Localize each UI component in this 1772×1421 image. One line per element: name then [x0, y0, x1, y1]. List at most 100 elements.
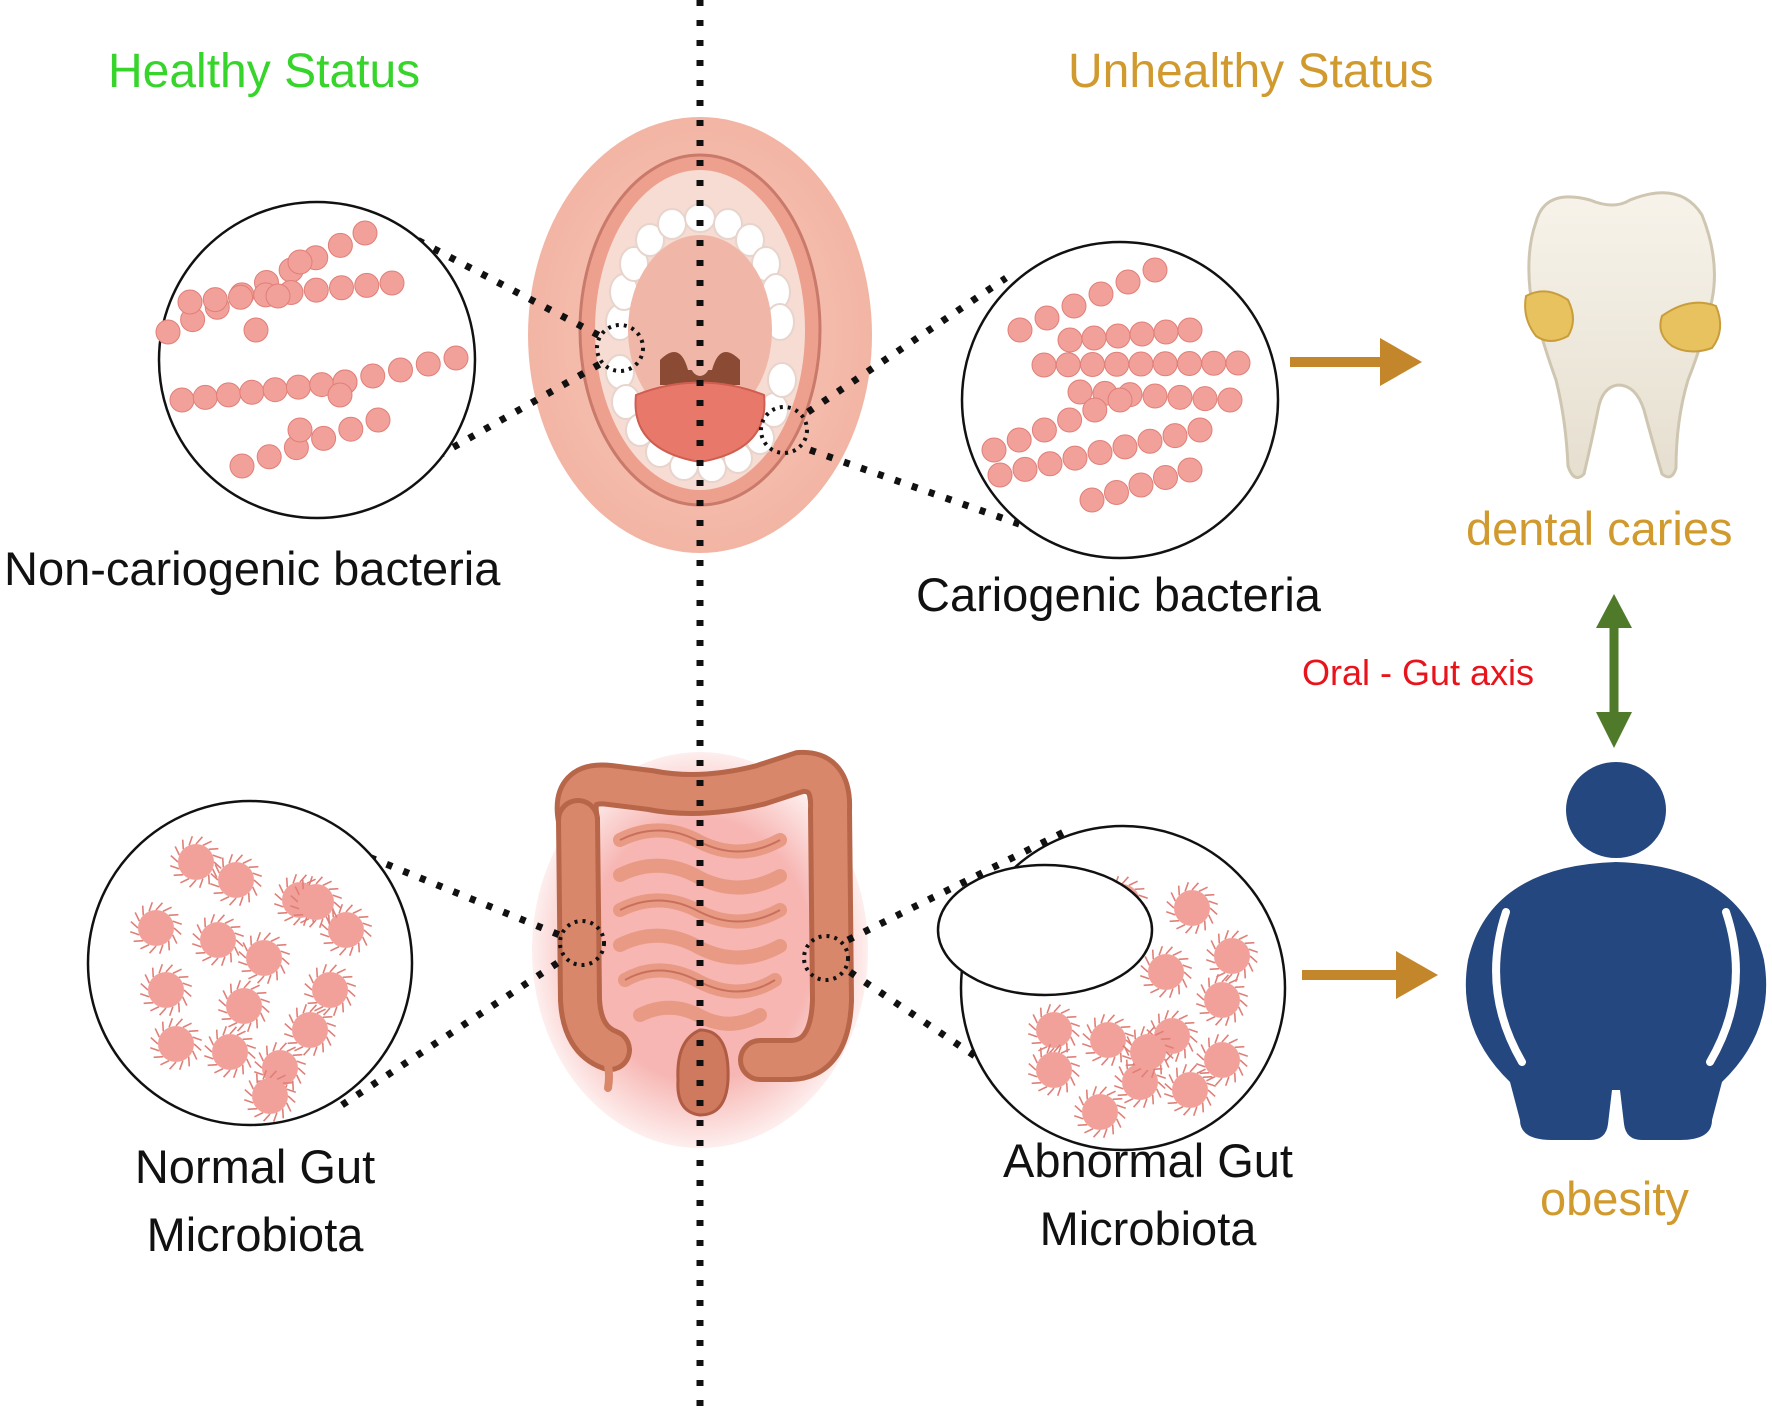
bacterium — [1034, 305, 1060, 331]
bacterium — [1080, 352, 1105, 377]
microbe — [1205, 929, 1259, 983]
normal-gut-circle — [86, 799, 414, 1127]
bacterium — [262, 377, 288, 403]
bacterium — [1079, 487, 1105, 513]
obese-person-icon — [1465, 762, 1767, 1140]
microbe — [169, 835, 223, 889]
bacterium — [287, 417, 313, 443]
bacterium — [1153, 319, 1179, 345]
bacterium — [169, 387, 195, 413]
abnormal-gut-label-line2: Microbiota — [1039, 1202, 1257, 1255]
microbe — [1113, 1055, 1167, 1109]
microbe — [1027, 1003, 1081, 1057]
microbe — [237, 931, 291, 985]
bacterium — [1037, 451, 1063, 477]
bacterium — [1067, 379, 1093, 405]
bacterium — [1142, 257, 1168, 283]
open-mouth-icon — [528, 117, 872, 553]
abnormal-gut-label-line1: Abnormal Gut — [1003, 1134, 1293, 1187]
bacterium — [228, 284, 253, 310]
abnormal-gut-circle — [936, 824, 1287, 1152]
bacterium — [192, 384, 218, 410]
microbe — [1163, 1063, 1217, 1117]
microbe — [1027, 1043, 1081, 1097]
microbe — [203, 1025, 257, 1079]
bacterium — [1088, 281, 1114, 307]
microbe — [283, 1003, 337, 1057]
bacterium — [155, 319, 181, 345]
bacterium — [1104, 351, 1130, 377]
bacterium — [1137, 428, 1163, 454]
cariogenic-label: Cariogenic bacteria — [916, 568, 1321, 621]
microbe — [129, 901, 183, 955]
bacterium — [311, 425, 337, 451]
bacterium — [1225, 350, 1251, 376]
bacterium — [256, 444, 282, 470]
microbe — [139, 963, 193, 1017]
bacterium — [1104, 480, 1129, 505]
intestine-icon — [532, 749, 868, 1148]
bacterium — [177, 289, 203, 315]
oral-gut-axis-arrow — [1596, 594, 1632, 748]
bacterium — [1087, 440, 1113, 465]
cariogenic-circle — [960, 240, 1280, 560]
bacterium — [365, 407, 391, 433]
bacterium — [352, 220, 378, 246]
bacterium — [1177, 317, 1203, 343]
bacterium — [338, 416, 364, 442]
microbe — [319, 903, 373, 957]
bacterium — [1006, 427, 1032, 453]
normal-gut-label-line1: Normal Gut — [134, 1140, 376, 1193]
bacterium — [1055, 352, 1081, 378]
bacterium — [1162, 423, 1188, 449]
microbe — [289, 875, 343, 929]
microbe — [243, 1069, 297, 1123]
microbe — [149, 1017, 203, 1071]
zoom-leader-lines — [318, 228, 1078, 1127]
bacterium — [243, 317, 269, 343]
bacterium — [229, 453, 255, 479]
microbe — [1165, 881, 1219, 935]
microbe — [1139, 945, 1193, 999]
microbe — [217, 979, 271, 1033]
obesity-label: obesity — [1540, 1172, 1689, 1225]
bacterium — [1107, 387, 1133, 413]
bacterium — [1128, 472, 1154, 498]
microbe — [1081, 1013, 1135, 1067]
healthy-status-header: Healthy Status — [108, 45, 421, 98]
bacterium — [1007, 317, 1033, 343]
bacterium — [1082, 397, 1108, 423]
bacterium — [388, 357, 413, 383]
normal-gut-label-line2: Microbiota — [146, 1208, 364, 1261]
microbe — [209, 853, 263, 907]
bacterium — [987, 462, 1013, 488]
bacterium — [1115, 269, 1141, 295]
oral-gut-axis-label: Oral - Gut axis — [1302, 652, 1535, 693]
arrow-to-dental-caries — [1290, 338, 1422, 386]
decayed-tooth-icon — [1524, 191, 1722, 480]
microbe — [1195, 1033, 1249, 1087]
bacterium — [1153, 465, 1178, 490]
bacterium — [1167, 384, 1193, 410]
microbe — [1195, 973, 1249, 1027]
microbe — [191, 913, 245, 967]
bacterium — [1031, 417, 1057, 443]
bacterium — [239, 379, 265, 405]
arrow-to-obesity — [1302, 951, 1438, 999]
bacterium — [1177, 457, 1203, 483]
microbe — [1121, 1025, 1175, 1079]
bacterium — [265, 283, 291, 309]
bacterium — [1129, 321, 1155, 347]
bacterium — [329, 275, 354, 301]
bacterium — [1201, 350, 1227, 376]
blank-ellipse — [936, 863, 1154, 997]
bacterium — [1187, 417, 1213, 443]
non-cariogenic-label: Non-cariogenic bacteria — [4, 542, 501, 595]
bacterium — [1057, 407, 1083, 433]
bacterium — [360, 363, 386, 389]
bacterium — [981, 437, 1007, 463]
bacterium — [415, 351, 441, 377]
microbe — [303, 963, 357, 1017]
